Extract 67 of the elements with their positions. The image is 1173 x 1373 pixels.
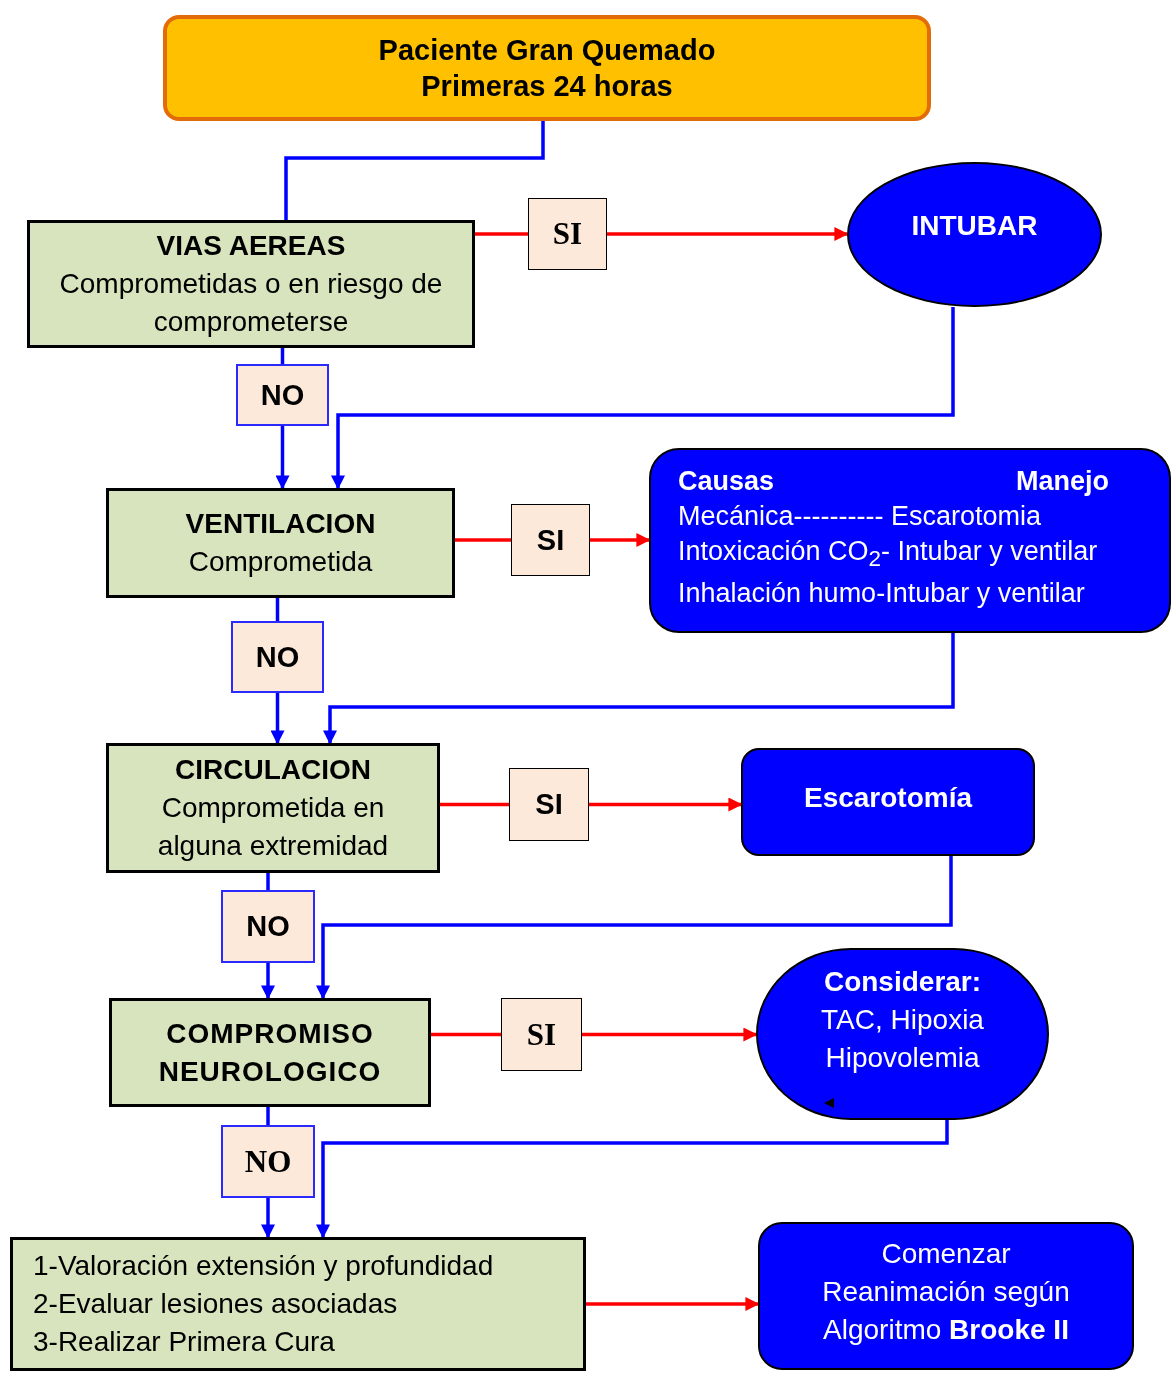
branch-label-box (511, 504, 590, 576)
connector-line (431, 1032, 501, 1037)
box-text: Comprometidas o en riesgo de comprometerse (58, 267, 444, 339)
action-box (649, 448, 1171, 633)
box-text: Intoxicación CO$_{2}$- Intubar y ventilar (678, 535, 1098, 574)
box-text: Mecánica---------- Escarotomia (678, 500, 1042, 533)
branch-label-box (231, 621, 324, 693)
box-heading: VENTILACION (185, 507, 376, 541)
branch-label: NO (255, 640, 300, 674)
title-box (163, 15, 931, 121)
connector-line (266, 873, 270, 890)
branch-label: SI (535, 788, 563, 821)
action-box (758, 1222, 1134, 1370)
branch-label-box (509, 768, 589, 841)
arrow (590, 533, 651, 547)
arrow (316, 856, 953, 1000)
action-text: Comenzar Reanimación según Algoritmo Brooke II (821, 1237, 1071, 1347)
arrow (275, 426, 290, 490)
connector-line (275, 598, 280, 621)
decision-box (106, 743, 440, 873)
branch-label: NO (246, 910, 290, 943)
arrow (261, 963, 275, 1000)
arrow (331, 307, 955, 490)
box-heading: Considerar: (823, 965, 982, 999)
column-heading: Manejo (1016, 465, 1109, 498)
arrow (261, 1198, 275, 1239)
branch-label: NO (244, 1143, 292, 1180)
branch-label: SI (552, 216, 583, 252)
box-heading: COMPROMISO NEUROLOGICO (157, 1016, 383, 1089)
box-text: TAC, Hipoxia Hipovolemia (820, 1003, 985, 1075)
decision-box (27, 220, 475, 348)
branch-label: SI (526, 1016, 557, 1053)
column-heading: Causas (678, 465, 775, 498)
action-text: INTUBAR (911, 209, 1038, 242)
branch-label-box (501, 998, 582, 1071)
decision-box (106, 488, 455, 598)
decision-box (109, 998, 431, 1107)
branch-label: SI (536, 523, 565, 557)
box-heading: CIRCULACION (175, 753, 371, 787)
box-text: Comprometida (188, 545, 373, 579)
branch-label-box (236, 364, 329, 426)
step-text: 2-Evaluar lesiones asociadas (33, 1287, 398, 1321)
branch-label-box (221, 890, 315, 963)
connector-line (475, 232, 528, 236)
title-text: Primeras 24 horas (421, 69, 673, 104)
arrow (270, 693, 285, 745)
box-text: Inhalación humo-Intubar y ventilar (678, 577, 1085, 611)
branch-label-box (221, 1125, 315, 1198)
box-heading: VIAS AEREAS (156, 229, 346, 263)
connector-line (266, 1107, 270, 1125)
action-text: Escarotomía (803, 781, 973, 815)
title-text: Paciente Gran Quemado (378, 33, 716, 68)
step-text: 1-Valoración extensión y profundidad (33, 1249, 494, 1283)
arrow (582, 1027, 758, 1042)
arrow (607, 227, 849, 241)
arrow (323, 633, 955, 745)
connector-line (440, 802, 509, 807)
arrow (589, 797, 743, 812)
connector-line (455, 538, 511, 542)
branch-label: NO (260, 378, 305, 412)
connector-line (284, 121, 545, 220)
branch-label-box (528, 198, 607, 270)
box-text: Comprometida en alguna extremidad (156, 791, 390, 863)
action-box (741, 748, 1035, 856)
arrow (586, 1297, 760, 1311)
steps-box (10, 1237, 586, 1371)
step-text: 3-Realizar Primera Cura (33, 1325, 335, 1359)
